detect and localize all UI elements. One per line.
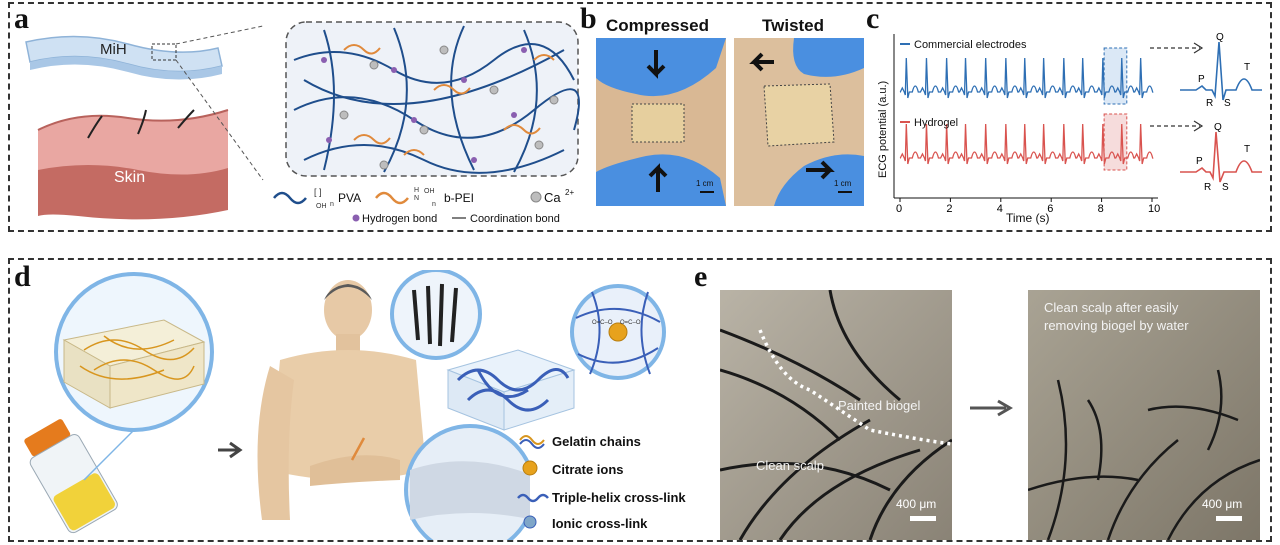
- legend-commercial-label: Commercial electrodes: [914, 39, 1027, 51]
- svg-text:P: P: [1198, 74, 1205, 85]
- panel-e-label: e: [694, 262, 707, 292]
- polymer-network-diagram: [284, 20, 584, 180]
- svg-text:n: n: [432, 201, 436, 208]
- svg-text:Q: Q: [1216, 32, 1224, 43]
- ionic-legend-label: Ionic cross-link: [552, 516, 648, 531]
- scale-bar-label-2: 1 cm: [834, 179, 852, 188]
- legend-hydrogel-label: Hydrogel: [914, 117, 958, 129]
- svg-text:S: S: [1224, 98, 1231, 109]
- ecg-x-axis-label: Time (s): [1006, 211, 1050, 225]
- ecg-x-tick-label: 10: [1148, 203, 1160, 215]
- arrow-right-icon-e: [968, 398, 1018, 418]
- svg-text:T: T: [1244, 62, 1250, 73]
- painted-biogel-label: Painted biogel: [838, 398, 921, 413]
- pva-legend-label: PVA: [338, 191, 361, 205]
- arrow-right-icon-d: [216, 440, 246, 460]
- skin-label: Skin: [114, 169, 145, 186]
- ecg-x-tick-label: 8: [1098, 203, 1104, 215]
- svg-text:O=C–O: O=C–O: [592, 320, 613, 326]
- calcium-legend-label: Ca: [544, 190, 561, 205]
- svg-text:N: N: [414, 195, 419, 202]
- triple-helix-legend-swatch: [518, 495, 548, 501]
- hbond-legend-swatch: [353, 215, 360, 222]
- svg-text:O=C–O: O=C–O: [620, 320, 641, 326]
- ionic-legend-swatch: [524, 516, 536, 528]
- panel-d-legend: Gelatin chains Citrate ions Triple-helix…: [516, 428, 716, 534]
- vial: [18, 415, 119, 535]
- triple-helix-legend-label: Triple-helix cross-link: [552, 490, 686, 505]
- mih-label: MiH: [100, 41, 127, 58]
- svg-text:OH: OH: [316, 203, 327, 210]
- svg-text:OH: OH: [424, 188, 435, 195]
- citrate-legend-label: Citrate ions: [552, 462, 624, 477]
- svg-text:400 μm: 400 μm: [1202, 497, 1242, 511]
- glove-top-right: [793, 38, 864, 77]
- gelatin-legend-label: Gelatin chains: [552, 434, 641, 449]
- svg-text:T: T: [1244, 144, 1250, 155]
- svg-text:Q: Q: [1214, 122, 1222, 133]
- bpei-legend-swatch: [376, 193, 408, 203]
- ecg-x-tick-label: 0: [896, 203, 902, 215]
- coord-legend-label: Coordination bond: [470, 213, 560, 225]
- svg-text:n: n: [330, 201, 334, 208]
- panel-a-legend: [ ] OH n PVA H N OH n b-PEI Ca 2+ Hydrog…: [270, 184, 590, 230]
- svg-text:H: H: [414, 187, 419, 194]
- scale-bar-e1: [910, 516, 936, 521]
- ecg-insets: P Q R S T P Q R S T: [1140, 28, 1272, 198]
- ecg-x-tick-label: 2: [946, 203, 952, 215]
- painted-biogel-photo: Painted biogel Clean scalp 400 μm: [720, 290, 952, 540]
- ecg-x-tick-label: 4: [997, 203, 1003, 215]
- panel-b-label: b: [580, 4, 597, 34]
- panel-a-skin-illustration: MiH Skin: [18, 20, 278, 220]
- head: [324, 280, 372, 340]
- svg-text:R: R: [1204, 182, 1211, 193]
- citrate-legend-swatch: [523, 461, 537, 475]
- hbond-legend-label: Hydrogen bond: [362, 213, 437, 225]
- bpei-legend-label: b-PEI: [444, 191, 474, 205]
- svg-text:2+: 2+: [565, 188, 574, 197]
- pva-struct-text: [ ]: [314, 187, 322, 197]
- svg-text:R: R: [1206, 98, 1213, 109]
- svg-text:S: S: [1222, 182, 1229, 193]
- inset-hydrogel-trace: [1180, 132, 1262, 182]
- twisted-photo: 1 cm: [734, 38, 864, 206]
- gel-on-skin: [410, 461, 530, 520]
- svg-text:P: P: [1196, 156, 1203, 167]
- ecg-y-axis-label: ECG potential (a.u.): [877, 81, 889, 178]
- twisted-title: Twisted: [762, 16, 824, 36]
- scale-bar-label-1: 1 cm: [696, 179, 714, 188]
- clean-scalp-photo: Clean scalp after easilyremoving biogel …: [1028, 290, 1260, 540]
- hydrogel-vial-illustration: [14, 270, 244, 540]
- calcium-legend-swatch: [531, 192, 541, 202]
- compressed-photo: 1 cm: [596, 38, 726, 206]
- left-arm: [258, 366, 295, 520]
- ecg-chart: ECG potential (a.u.) 0246810 Time (s) Co…: [870, 28, 1170, 226]
- pva-legend-swatch: [274, 193, 306, 203]
- clean-scalp-label: Clean scalp: [756, 458, 824, 473]
- gel-network-block: [438, 330, 578, 440]
- scale-bar-e2: [1216, 516, 1242, 521]
- svg-text:400 μm: 400 μm: [896, 497, 936, 511]
- compressed-title: Compressed: [606, 16, 709, 36]
- citrate-zoom-circle: O=C–O O=C–O: [568, 278, 668, 388]
